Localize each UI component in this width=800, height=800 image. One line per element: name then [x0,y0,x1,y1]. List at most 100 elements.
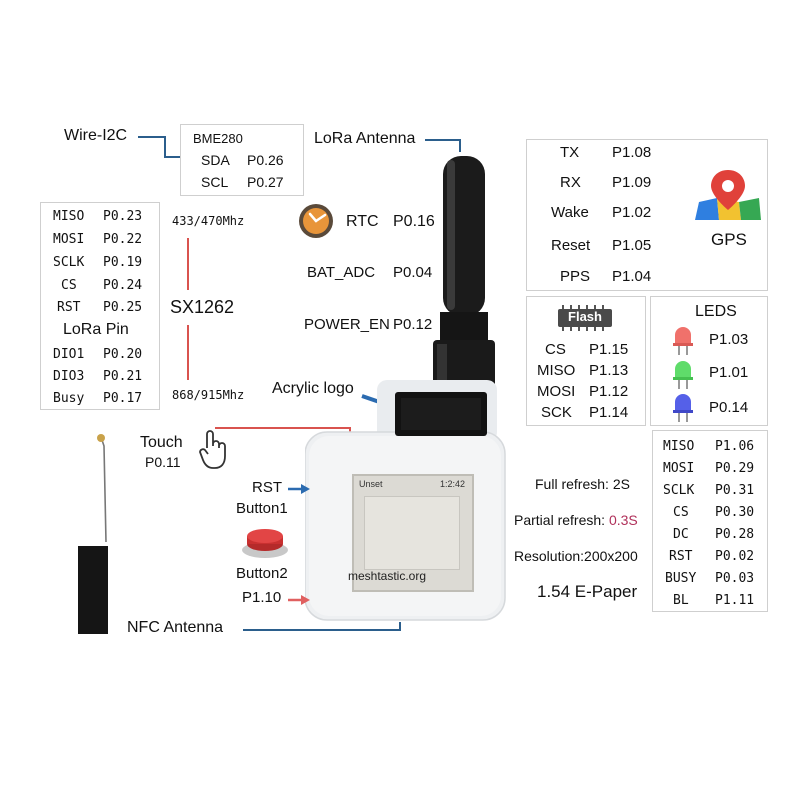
led-green-icon [671,359,695,389]
gps-pps-pin: P1.04 [612,268,652,285]
disp-busy-name: BUSY [665,571,697,586]
lora-antenna-label: LoRa Antenna [314,130,416,147]
disp-bl-name: BL [673,593,689,608]
led-red-icon [671,325,695,355]
gps-reset-name: Reset [551,237,591,254]
screen-unset: Unset [359,479,383,489]
epaper-name: 1.54 E-Paper [537,582,638,601]
disp-dc-name: DC [673,527,689,542]
disp-cs-pin: P0.30 [715,505,755,520]
lora-cs-name: CS [61,278,77,293]
rst-arrow-icon [288,482,310,494]
full-refresh-text: Full refresh: [535,476,609,492]
sda-pin: P0.26 [247,152,284,168]
lora-antenna [430,152,500,392]
sx-freq-high: 868/915Mhz [172,388,245,402]
sx-freq-low: 433/470Mhz [172,214,245,228]
screen-display-area [364,496,460,570]
led-green-pin: P1.01 [709,364,749,381]
scl-pin: P0.27 [247,174,284,190]
lora-miso-pin: P0.23 [103,209,143,224]
button2-arrow-icon [288,593,310,605]
lora-busy-pin: P0.17 [103,391,143,406]
screen-time: 1:2:42 [440,479,466,489]
partial-refresh-text: Partial refresh: [514,512,606,528]
epaper-screen: Unset 1:2:42 [352,474,474,592]
leds-title: LEDS [695,303,737,320]
disp-mosi-name: MOSI [663,461,695,476]
gps-box: TX P1.08 RX P1.09 Wake P1.02 Reset P1.05… [526,139,768,291]
lora-sclk-name: SCLK [53,255,85,270]
touch-label: Touch [140,434,183,451]
acrylic-logo-label: Acrylic logo [272,380,354,397]
lora-mosi-pin: P0.22 [103,232,143,247]
lora-rst-name: RST [57,300,81,315]
disp-miso-pin: P1.06 [715,439,755,454]
flash-miso-name: MISO [537,362,576,379]
nfc-antenna [76,432,124,636]
screen-site: meshtastic.org [348,569,427,583]
lora-busy-name: Busy [53,391,85,406]
rst-label: RST [252,479,282,496]
flash-chip-label: Flash [568,309,602,324]
gps-reset-pin: P1.05 [612,237,652,254]
lora-sclk-pin: P0.19 [103,255,143,270]
flash-mosi-pin: P1.12 [589,383,629,400]
flash-cs-pin: P1.15 [589,341,629,358]
led-blue-icon [671,392,695,422]
lora-dio1-pin: P0.20 [103,347,143,362]
sx-chip-name: SX1262 [170,297,235,317]
gps-tx-name: TX [560,144,580,161]
rtc-clock-icon [298,203,334,239]
disp-dc-pin: P0.28 [715,527,755,542]
rtc-label: RTC [346,213,379,230]
led-blue-pin: P0.14 [709,399,749,416]
flash-sck-name: SCK [541,404,572,421]
gps-rx-name: RX [560,174,581,191]
flash-cs-name: CS [545,341,566,358]
rtc-pin: P0.16 [393,213,435,230]
flash-chip-icon: Flash [555,305,615,331]
power-en-pin: P0.12 [393,316,433,333]
gps-wake-name: Wake [551,204,589,221]
disp-bl-pin: P1.11 [715,593,755,608]
lora-dio1-name: DIO1 [53,347,85,362]
disp-miso-name: MISO [663,439,695,454]
map-pin-icon [693,168,763,224]
gps-tx-pin: P1.08 [612,144,652,161]
bme280-title: BME280 [193,131,243,146]
leds-box: LEDS P1.03 P1.01 P0.14 [650,296,768,426]
gps-pps-name: PPS [560,268,591,285]
lora-rst-pin: P0.25 [103,300,143,315]
disp-sclk-name: SCLK [663,483,695,498]
led-red-pin: P1.03 [709,331,749,348]
flash-miso-pin: P1.13 [589,362,629,379]
flash-sck-pin: P1.14 [589,404,629,421]
disp-mosi-pin: P0.29 [715,461,755,476]
flash-box: Flash CS P1.15 MISO P1.13 MOSI P1.12 SCK… [526,296,646,426]
button1-label: Button1 [236,500,288,517]
nfc-antenna-label: NFC Antenna [127,619,224,636]
gps-wake-pin: P1.02 [612,204,652,221]
wire-i2c-label: Wire-I2C [64,127,128,144]
gps-label: GPS [711,230,747,249]
lora-dio3-pin: P0.21 [103,369,143,384]
disp-rst-pin: P0.02 [715,549,755,564]
touch-pin: P0.11 [145,454,181,470]
sda-name: SDA [201,152,230,168]
full-refresh-label: Full refresh: 2S [535,476,630,492]
button2-icon [240,524,290,560]
disp-cs-name: CS [673,505,689,520]
lora-pin-box: MISO P0.23 MOSI P0.22 SCLK P0.19 CS P0.2… [40,202,160,410]
resolution-label: Resolution:200x200 [514,548,638,564]
display-pin-box: MISO P1.06 MOSI P0.29 SCLK P0.31 CS P0.3… [652,430,768,612]
lora-cs-pin: P0.24 [103,278,143,293]
button2-label: Button2 [236,565,288,582]
power-en-label: POWER_EN [304,316,390,333]
bme280-box: BME280 SDA P0.26 SCL P0.27 [180,124,304,196]
touch-hand-icon [198,428,230,470]
disp-busy-pin: P0.03 [715,571,755,586]
flash-mosi-name: MOSI [537,383,576,400]
bat-adc-label: BAT_ADC [307,264,376,281]
lora-dio3-name: DIO3 [53,369,85,384]
